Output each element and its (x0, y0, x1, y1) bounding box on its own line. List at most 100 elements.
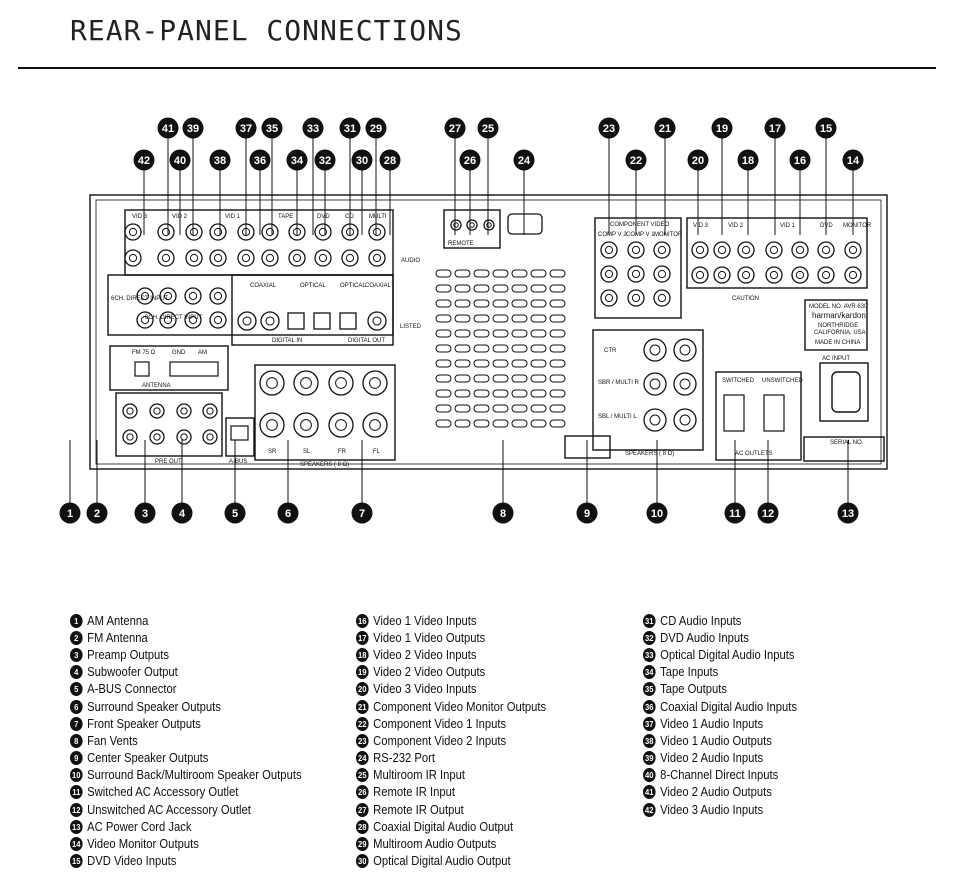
rca-jack-inner (189, 253, 199, 263)
legend-label: Video 1 Video Inputs (373, 613, 477, 628)
ac-outlet-block (715, 371, 802, 461)
legend-number-badge: 6 (70, 699, 83, 714)
callout-badge-37 (235, 117, 257, 139)
callout-number-38: 38 (214, 155, 226, 167)
label-am: AM (198, 350, 207, 356)
rca-jack-outer (713, 241, 731, 259)
rca-jack-inner (486, 222, 492, 228)
rca-jack-inner (821, 270, 831, 280)
rca-jack-outer (122, 403, 138, 419)
label-vid3: VID 3 (132, 214, 148, 220)
rca-jack-outer (202, 403, 218, 419)
label-optical-out: OPTICAL (340, 283, 366, 289)
rca-jack-inner (213, 227, 223, 237)
rca-jack-inner (717, 270, 727, 280)
callout-number-8: 8 (500, 508, 506, 520)
vent-slot (549, 404, 566, 413)
label-switched: SWITCHED (722, 378, 755, 384)
vent-slot (511, 284, 528, 293)
legend-label: Video 2 Audio Inputs (660, 751, 764, 766)
fan-vents (435, 269, 566, 428)
legend-number-badge: 3 (70, 647, 83, 662)
legend-number-badge: 40 (643, 768, 656, 783)
vent-slot (549, 374, 566, 383)
legend-label: Preamp Outputs (87, 647, 170, 662)
rca-jack-inner (631, 293, 641, 303)
vent-slot (549, 314, 566, 323)
rca-jack-outer (259, 370, 285, 396)
rca-jack-inner (679, 378, 691, 390)
callout-number-12: 12 (762, 508, 774, 520)
callout-number-20: 20 (692, 155, 704, 167)
vent-slot (473, 389, 490, 398)
label-direct-input: 6CH. DIRECT INPUT (111, 296, 169, 302)
label-made: MADE IN CHINA (815, 340, 860, 346)
vent-slot (549, 269, 566, 278)
legend-number-badge: 24 (356, 751, 369, 766)
vent-slot (454, 359, 471, 368)
callout-number-32: 32 (319, 155, 331, 167)
vent-slot (473, 374, 490, 383)
label-tape: TAPE (278, 214, 293, 220)
callout-number-36: 36 (254, 155, 266, 167)
label-fm: FM 75 Ω (132, 350, 156, 356)
rca-jack-outer (600, 265, 618, 283)
vent-slot (492, 329, 509, 338)
label-city: NORTHRIDGE (818, 323, 858, 329)
rca-jack-inner (821, 245, 831, 255)
callout-badge-5 (224, 502, 246, 524)
callout-number-11: 11 (729, 508, 741, 520)
legend-number-badge: 16 (356, 613, 369, 628)
vent-slot (454, 299, 471, 308)
rca-jack-outer (765, 266, 783, 284)
callout-badge-40 (169, 149, 191, 171)
rca-jack-outer (185, 249, 203, 267)
rca-jack-inner (345, 253, 355, 263)
legend-number-badge: 36 (643, 699, 656, 714)
callout-number-17: 17 (769, 123, 781, 135)
label-digital-in: DIGITAL IN (272, 338, 302, 344)
callout-badge-2 (86, 502, 108, 524)
rca-jack-inner (213, 253, 223, 263)
callout-badge-6 (277, 502, 299, 524)
rca-jack-inner (695, 245, 705, 255)
legend-number-badge: 25 (356, 768, 369, 783)
legend-number-badge: 42 (643, 802, 656, 817)
rca-jack-outer (202, 429, 218, 445)
rca-jack-inner (206, 433, 214, 441)
callout-badge-8 (492, 502, 514, 524)
vent-slot (530, 284, 547, 293)
vent-slot (473, 404, 490, 413)
vent-slot (435, 329, 452, 338)
legend-number-badge: 31 (643, 613, 656, 628)
callout-number-9: 9 (584, 508, 590, 520)
rca-jack-inner (604, 269, 614, 279)
label-monitor-comp: MONITOR (654, 232, 683, 238)
rca-jack-inner (649, 378, 661, 390)
rca-jack-inner (372, 227, 382, 237)
rca-jack-inner (335, 419, 347, 431)
callout-badge-24 (513, 149, 535, 171)
rca-jack-outer (466, 219, 478, 231)
legend-number-badge: 17 (356, 630, 369, 645)
callout-badge-17 (764, 117, 786, 139)
legend-label: Component Video Monitor Outputs (373, 699, 547, 714)
callout-badge-10 (646, 502, 668, 524)
rca-jack-inner (300, 419, 312, 431)
vent-slot (549, 419, 566, 428)
vent-slot (473, 314, 490, 323)
vent-slot (530, 299, 547, 308)
rca-jack-outer (328, 412, 354, 438)
vent-slot (530, 389, 547, 398)
rca-jack-inner (206, 407, 214, 415)
rca-jack-inner (128, 227, 138, 237)
rca-jack-inner (453, 222, 459, 228)
